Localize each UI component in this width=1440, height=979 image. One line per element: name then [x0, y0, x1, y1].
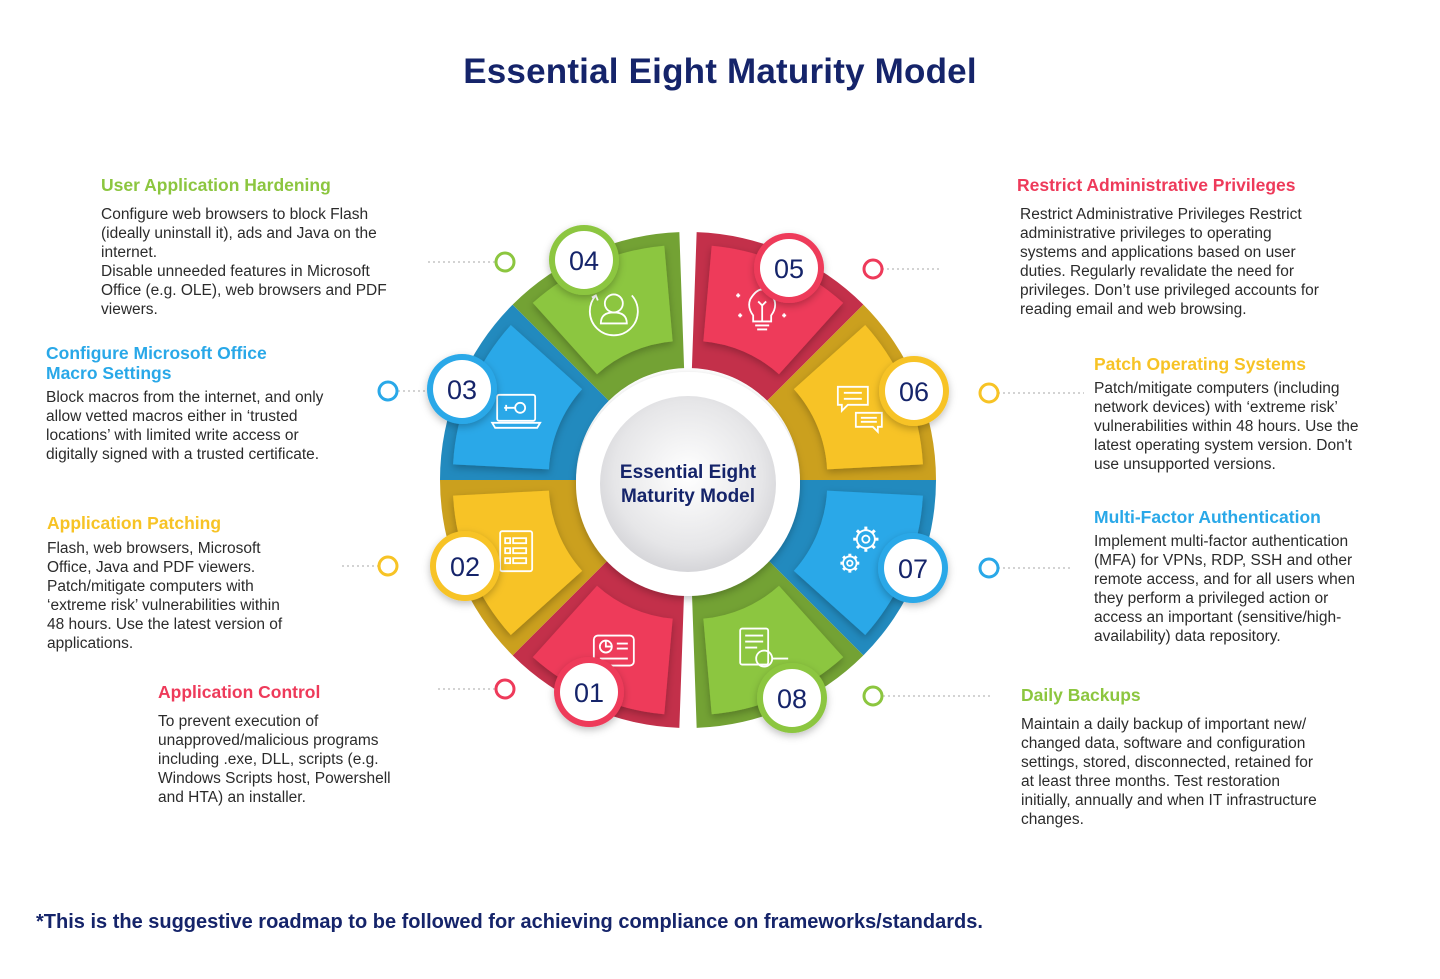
badge-number-02: 02 — [450, 552, 480, 582]
badge-04: 04 — [549, 225, 619, 295]
item-06-description: Patch Operating Systems Patch/mitigate c… — [1094, 354, 1414, 474]
laptop-icon — [490, 393, 542, 429]
marker-08 — [862, 685, 884, 707]
center-label-line: Essential Eight — [620, 462, 757, 483]
checklist-icon — [499, 530, 534, 573]
badge-number-04: 04 — [569, 246, 599, 276]
item-04-heading: User Application Hardening — [101, 175, 331, 195]
item-04-text: Configure web browsers to block Flash (i… — [101, 206, 387, 318]
item-06-heading: Patch Operating Systems — [1094, 354, 1307, 374]
item-03-heading: Configure Microsoft Office Macro Setting… — [46, 343, 267, 383]
item-08-description: Daily Backups Maintain a daily backup of… — [1021, 685, 1381, 829]
dashboard-icon — [592, 634, 635, 667]
badge-06: 06 — [879, 356, 949, 426]
marker-04 — [494, 251, 516, 273]
marker-06 — [978, 382, 1000, 404]
item-06-text: Patch/mitigate computers (including netw… — [1094, 380, 1359, 473]
item-08-heading: Daily Backups — [1021, 685, 1141, 705]
badge-number-07: 07 — [898, 554, 928, 584]
center-label-line: Maturity Model — [621, 486, 755, 507]
badge-face-06 — [885, 362, 943, 420]
badge-face-08 — [763, 669, 821, 727]
item-01-text: To prevent execution of unapproved/malic… — [158, 713, 391, 806]
item-02-heading: Application Patching — [47, 513, 222, 533]
item-02-description: Application Patching Flash, web browsers… — [47, 513, 347, 653]
badge-number-06: 06 — [899, 377, 929, 407]
segment-07 — [767, 480, 936, 656]
page-title: Essential Eight Maturity Model — [463, 52, 977, 91]
badge-face-01 — [560, 663, 618, 721]
item-02-text: Flash, web browsers, Microsoft Office, J… — [47, 540, 283, 652]
item-07-description: Multi-Factor Authentication Implement mu… — [1094, 507, 1414, 646]
center-disc — [600, 396, 776, 572]
marker-03 — [377, 380, 399, 402]
marker-01 — [494, 678, 516, 700]
badge-number-01: 01 — [574, 678, 604, 708]
badge-face-02 — [436, 537, 494, 595]
item-07-heading: Multi-Factor Authentication — [1094, 507, 1321, 527]
segment-06 — [767, 304, 936, 480]
badge-face-03 — [433, 360, 491, 418]
badge-face-05 — [760, 239, 818, 297]
item-01-description: Application Control To prevent execution… — [158, 682, 448, 807]
marker-07 — [978, 557, 1000, 579]
item-03-text: Block macros from the internet, and only… — [46, 389, 324, 463]
badge-03: 03 — [427, 354, 497, 424]
gears-icon — [840, 526, 879, 573]
item-05-heading: Restrict Administrative Privileges — [1017, 175, 1296, 195]
item-04-description: User Application Hardening Configure web… — [101, 175, 431, 319]
item-01-heading: Application Control — [158, 682, 321, 702]
segment-02 — [440, 480, 609, 656]
chat-icon — [836, 385, 883, 434]
badge-05: 05 — [754, 233, 824, 303]
badge-face-04 — [555, 231, 613, 289]
item-03-description: Configure Microsoft Office Macro Setting… — [46, 343, 376, 464]
document-search-icon — [739, 627, 789, 668]
badge-number-03: 03 — [447, 375, 477, 405]
badge-number-08: 08 — [777, 684, 807, 714]
badge-08: 08 — [757, 663, 827, 733]
item-05-description: Restrict Administrative Privileges Restr… — [1017, 175, 1397, 319]
segment-03 — [440, 304, 609, 480]
segment-panel-06 — [793, 324, 923, 470]
footnote: *This is the suggestive roadmap to be fo… — [36, 911, 983, 933]
connector-lines — [342, 261, 1084, 697]
user-refresh-icon — [588, 293, 639, 337]
badge-02: 02 — [430, 531, 500, 601]
item-07-text: Implement multi-factor authentication (M… — [1094, 533, 1356, 645]
badge-01: 01 — [554, 657, 624, 727]
marker-05 — [862, 258, 884, 280]
item-08-text: Maintain a daily backup of important new… — [1021, 716, 1317, 828]
item-05-text: Restrict Administrative Privileges Restr… — [1020, 206, 1319, 318]
badge-face-07 — [884, 539, 942, 597]
badge-number-05: 05 — [774, 254, 804, 284]
segment-panel-03 — [453, 324, 583, 470]
marker-02 — [377, 555, 399, 577]
badge-07: 07 — [878, 533, 948, 603]
